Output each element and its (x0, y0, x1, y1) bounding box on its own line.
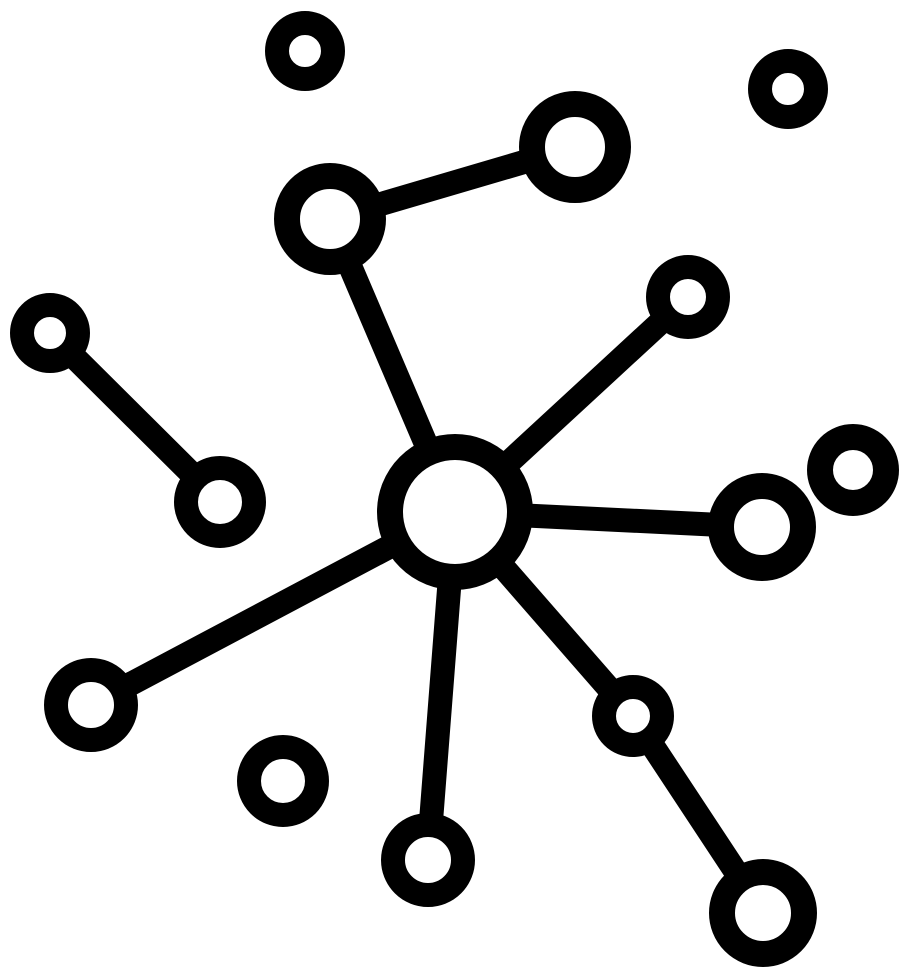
node-upperR (519, 91, 631, 203)
node-circles (10, 11, 899, 967)
node-farRightHi (807, 424, 899, 516)
node-botRight (709, 859, 817, 967)
node-bottom (381, 813, 475, 907)
node-upperL (274, 163, 386, 275)
node-hub (377, 434, 533, 590)
node-leftLow (44, 658, 138, 752)
node-topSmall (265, 11, 345, 91)
node-rightMid (646, 255, 730, 339)
node-botL (237, 735, 329, 827)
node-topRight (748, 49, 828, 129)
node-farRightLo (708, 473, 816, 581)
node-leftTop (10, 293, 90, 373)
node-botRightM (592, 675, 674, 757)
node-leftMid (174, 456, 266, 548)
